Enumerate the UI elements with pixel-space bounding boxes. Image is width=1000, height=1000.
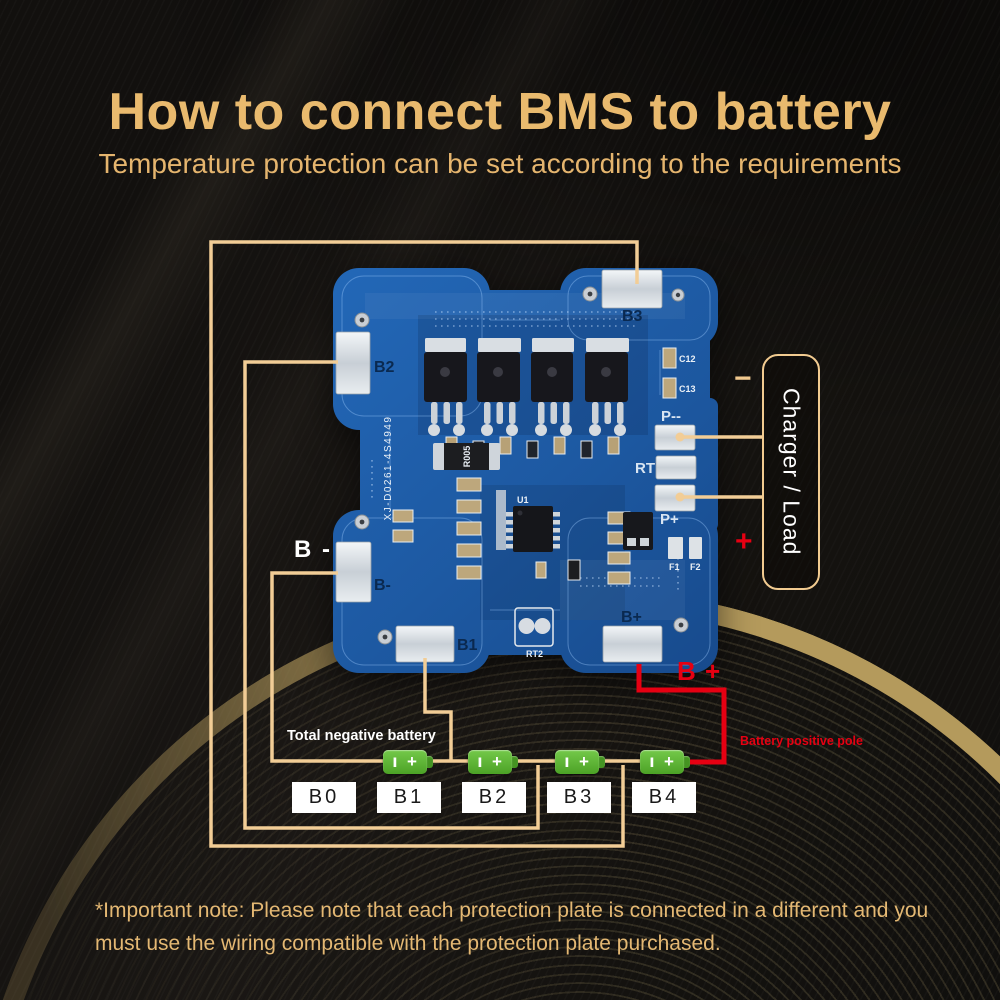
battery-tap-label-b0: B0 [292,782,356,813]
page-title: How to connect BMS to battery [108,83,892,141]
pad-label-rt: RT [635,460,655,477]
cell-plus-terminal: + [406,752,417,771]
cell-plus-terminal: + [491,752,502,771]
svg-text:RT2: RT2 [526,649,543,659]
total-negative-battery-label: Total negative battery [287,728,436,744]
silkscreen-model-number: XJ-D0261-4S4949 [383,416,394,521]
cell-minus-terminal: Ι [564,754,570,770]
pad-rt [655,455,697,480]
charger-minus-sign: − [734,362,752,395]
pad-label-p-minus: P-- [661,408,681,425]
battery-cell-4: Ι + [640,750,690,774]
charger-load-label: Charger / Load [778,388,805,556]
cell-minus-terminal: Ι [392,754,398,770]
charger-load-box: Charger / Load [762,354,820,590]
pad-b1 [395,625,455,663]
important-note-line-1: *Important note: Please note that each p… [95,899,929,922]
battery-tap-label-b1: B1 [377,782,441,813]
pad-label-b3: B3 [622,308,643,325]
cell-plus-terminal: + [663,752,674,771]
battery-cell-1: Ι + [383,750,433,774]
svg-text:F2: F2 [690,562,701,572]
battery-cell-2: Ι + [468,750,518,774]
pad-label-b2: B2 [374,359,395,376]
cell-terminal-nub [427,756,433,768]
pad-b-plus [602,625,663,663]
svg-text:F1: F1 [669,562,680,572]
fuses-f1-f2: F1 F2 [668,537,702,572]
battery-tap-label-b2: B2 [462,782,526,813]
pad-b-minus [335,541,372,603]
battery-cell-3: Ι + [555,750,605,774]
battery-tap-label-b3: B3 [547,782,611,813]
pad-label-b-minus: B- [374,577,391,594]
shunt-resistor-r005: R005 [433,443,500,470]
b-minus-callout: B - [294,536,332,563]
cell-plus-terminal: + [578,752,589,771]
battery-positive-pole-label: Battery positive pole [740,734,863,748]
svg-text:C12: C12 [679,354,696,364]
page-subtitle: Temperature protection can be set accord… [98,148,902,179]
cell-terminal-nub [684,756,690,768]
pad-p-minus [654,424,696,451]
svg-text:C13: C13 [679,384,696,394]
secondary-ic [623,512,653,550]
battery-tap-label-b4: B4 [632,782,696,813]
svg-text:U1: U1 [517,495,529,505]
bms-pcb-board: R005 U1 RT2 C12 C13 [333,268,718,673]
pad-b2 [335,331,371,395]
cell-terminal-nub [599,756,605,768]
pad-label-b1: B1 [457,637,478,654]
pad-label-p-plus: P+ [660,511,679,528]
important-note-line-2: must use the wiring compatible with the … [95,932,721,955]
important-note: *Important note: Please note that each p… [95,894,965,960]
cell-terminal-nub [512,756,518,768]
b-plus-callout: B + [677,656,722,686]
pad-b3 [601,269,663,309]
cell-minus-terminal: Ι [477,754,483,770]
svg-text:R005: R005 [462,446,472,468]
pad-label-b-plus: B+ [621,609,642,626]
caps-c12-c13: C12 C13 [662,347,696,399]
charger-plus-sign: + [735,525,753,558]
cell-minus-terminal: Ι [649,754,655,770]
pad-p-plus [654,484,696,512]
